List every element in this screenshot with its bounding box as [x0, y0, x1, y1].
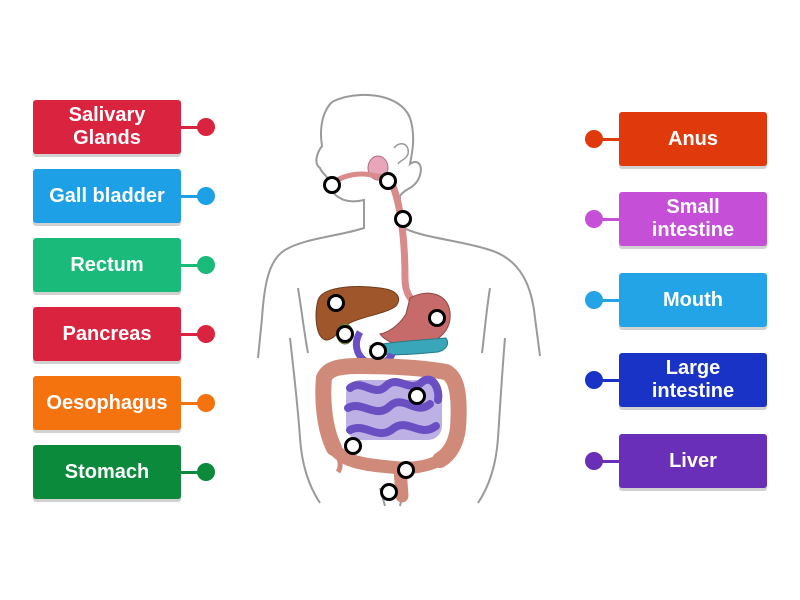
label-connector: [597, 379, 619, 382]
label-knob[interactable]: [197, 325, 215, 343]
label-liver[interactable]: Liver: [619, 434, 767, 488]
label-salivary-glands[interactable]: Salivary Glands: [33, 100, 181, 154]
drop-target-pin[interactable]: [323, 176, 341, 194]
label-card-salivary-glands[interactable]: Salivary Glands: [33, 100, 215, 154]
small-intestine-fill: [346, 380, 442, 440]
label-knob[interactable]: [585, 130, 603, 148]
label-knob[interactable]: [585, 371, 603, 389]
label-rectum[interactable]: Rectum: [33, 238, 181, 292]
label-gall-bladder[interactable]: Gall bladder: [33, 169, 181, 223]
label-card-liver[interactable]: Liver: [585, 434, 767, 488]
label-text: Mouth: [663, 288, 723, 311]
label-pancreas[interactable]: Pancreas: [33, 307, 181, 361]
label-mouth[interactable]: Mouth: [619, 273, 767, 327]
large-intestine-shape: [315, 357, 467, 468]
label-connector: [181, 333, 203, 336]
label-connector: [597, 218, 619, 221]
oesophagus-shape: [386, 176, 419, 307]
label-text: Salivary Glands: [68, 104, 146, 149]
label-text: Small intestine: [651, 196, 735, 241]
label-text: Liver: [669, 449, 717, 472]
drop-target-pin[interactable]: [380, 483, 398, 501]
label-large-intestine[interactable]: Large intestine: [619, 353, 767, 407]
pancreas-shape: [369, 337, 449, 356]
small-intestine-shape: [344, 375, 443, 438]
label-connector: [597, 299, 619, 302]
label-knob[interactable]: [197, 394, 215, 412]
appendix-shape: [333, 449, 343, 474]
label-card-mouth[interactable]: Mouth: [585, 273, 767, 327]
label-text: Large intestine: [651, 357, 735, 402]
label-small-intestine[interactable]: Small intestine: [619, 192, 767, 246]
label-connector: [181, 471, 203, 474]
label-card-stomach[interactable]: Stomach: [33, 445, 215, 499]
drop-target-pin[interactable]: [369, 342, 387, 360]
label-text: Oesophagus: [46, 391, 168, 414]
drop-target-pin[interactable]: [397, 461, 415, 479]
label-stomach[interactable]: Stomach: [33, 445, 181, 499]
label-connector: [181, 126, 203, 129]
human-torso-illustration: [257, 93, 541, 507]
label-card-oesophagus[interactable]: Oesophagus: [33, 376, 215, 430]
label-connector: [181, 402, 203, 405]
label-text: Pancreas: [62, 322, 152, 345]
label-connector: [181, 195, 203, 198]
drop-target-pin[interactable]: [336, 325, 354, 343]
label-card-gall-bladder[interactable]: Gall bladder: [33, 169, 215, 223]
label-knob[interactable]: [197, 256, 215, 274]
body-outline: [257, 93, 541, 507]
drop-target-pin[interactable]: [327, 294, 345, 312]
label-card-pancreas[interactable]: Pancreas: [33, 307, 215, 361]
drop-target-pin[interactable]: [408, 387, 426, 405]
drop-target-pin[interactable]: [344, 437, 362, 455]
label-text: Gall bladder: [49, 184, 165, 207]
label-card-large-intestine[interactable]: Large intestine: [585, 353, 767, 407]
label-connector: [597, 460, 619, 463]
label-card-small-intestine[interactable]: Small intestine: [585, 192, 767, 246]
drop-target-pin[interactable]: [428, 309, 446, 327]
drop-target-pin[interactable]: [394, 210, 412, 228]
label-oesophagus[interactable]: Oesophagus: [33, 376, 181, 430]
label-knob[interactable]: [197, 463, 215, 481]
label-knob[interactable]: [585, 452, 603, 470]
label-knob[interactable]: [585, 210, 603, 228]
label-knob[interactable]: [585, 291, 603, 309]
drop-target-pin[interactable]: [379, 172, 397, 190]
label-text: Stomach: [64, 460, 150, 483]
label-knob[interactable]: [197, 118, 215, 136]
label-text: Rectum: [70, 253, 144, 276]
label-connector: [181, 264, 203, 267]
label-connector: [597, 138, 619, 141]
label-card-rectum[interactable]: Rectum: [33, 238, 215, 292]
label-knob[interactable]: [197, 187, 215, 205]
label-text: Anus: [668, 127, 718, 150]
label-anus[interactable]: Anus: [619, 112, 767, 166]
label-card-anus[interactable]: Anus: [585, 112, 767, 166]
